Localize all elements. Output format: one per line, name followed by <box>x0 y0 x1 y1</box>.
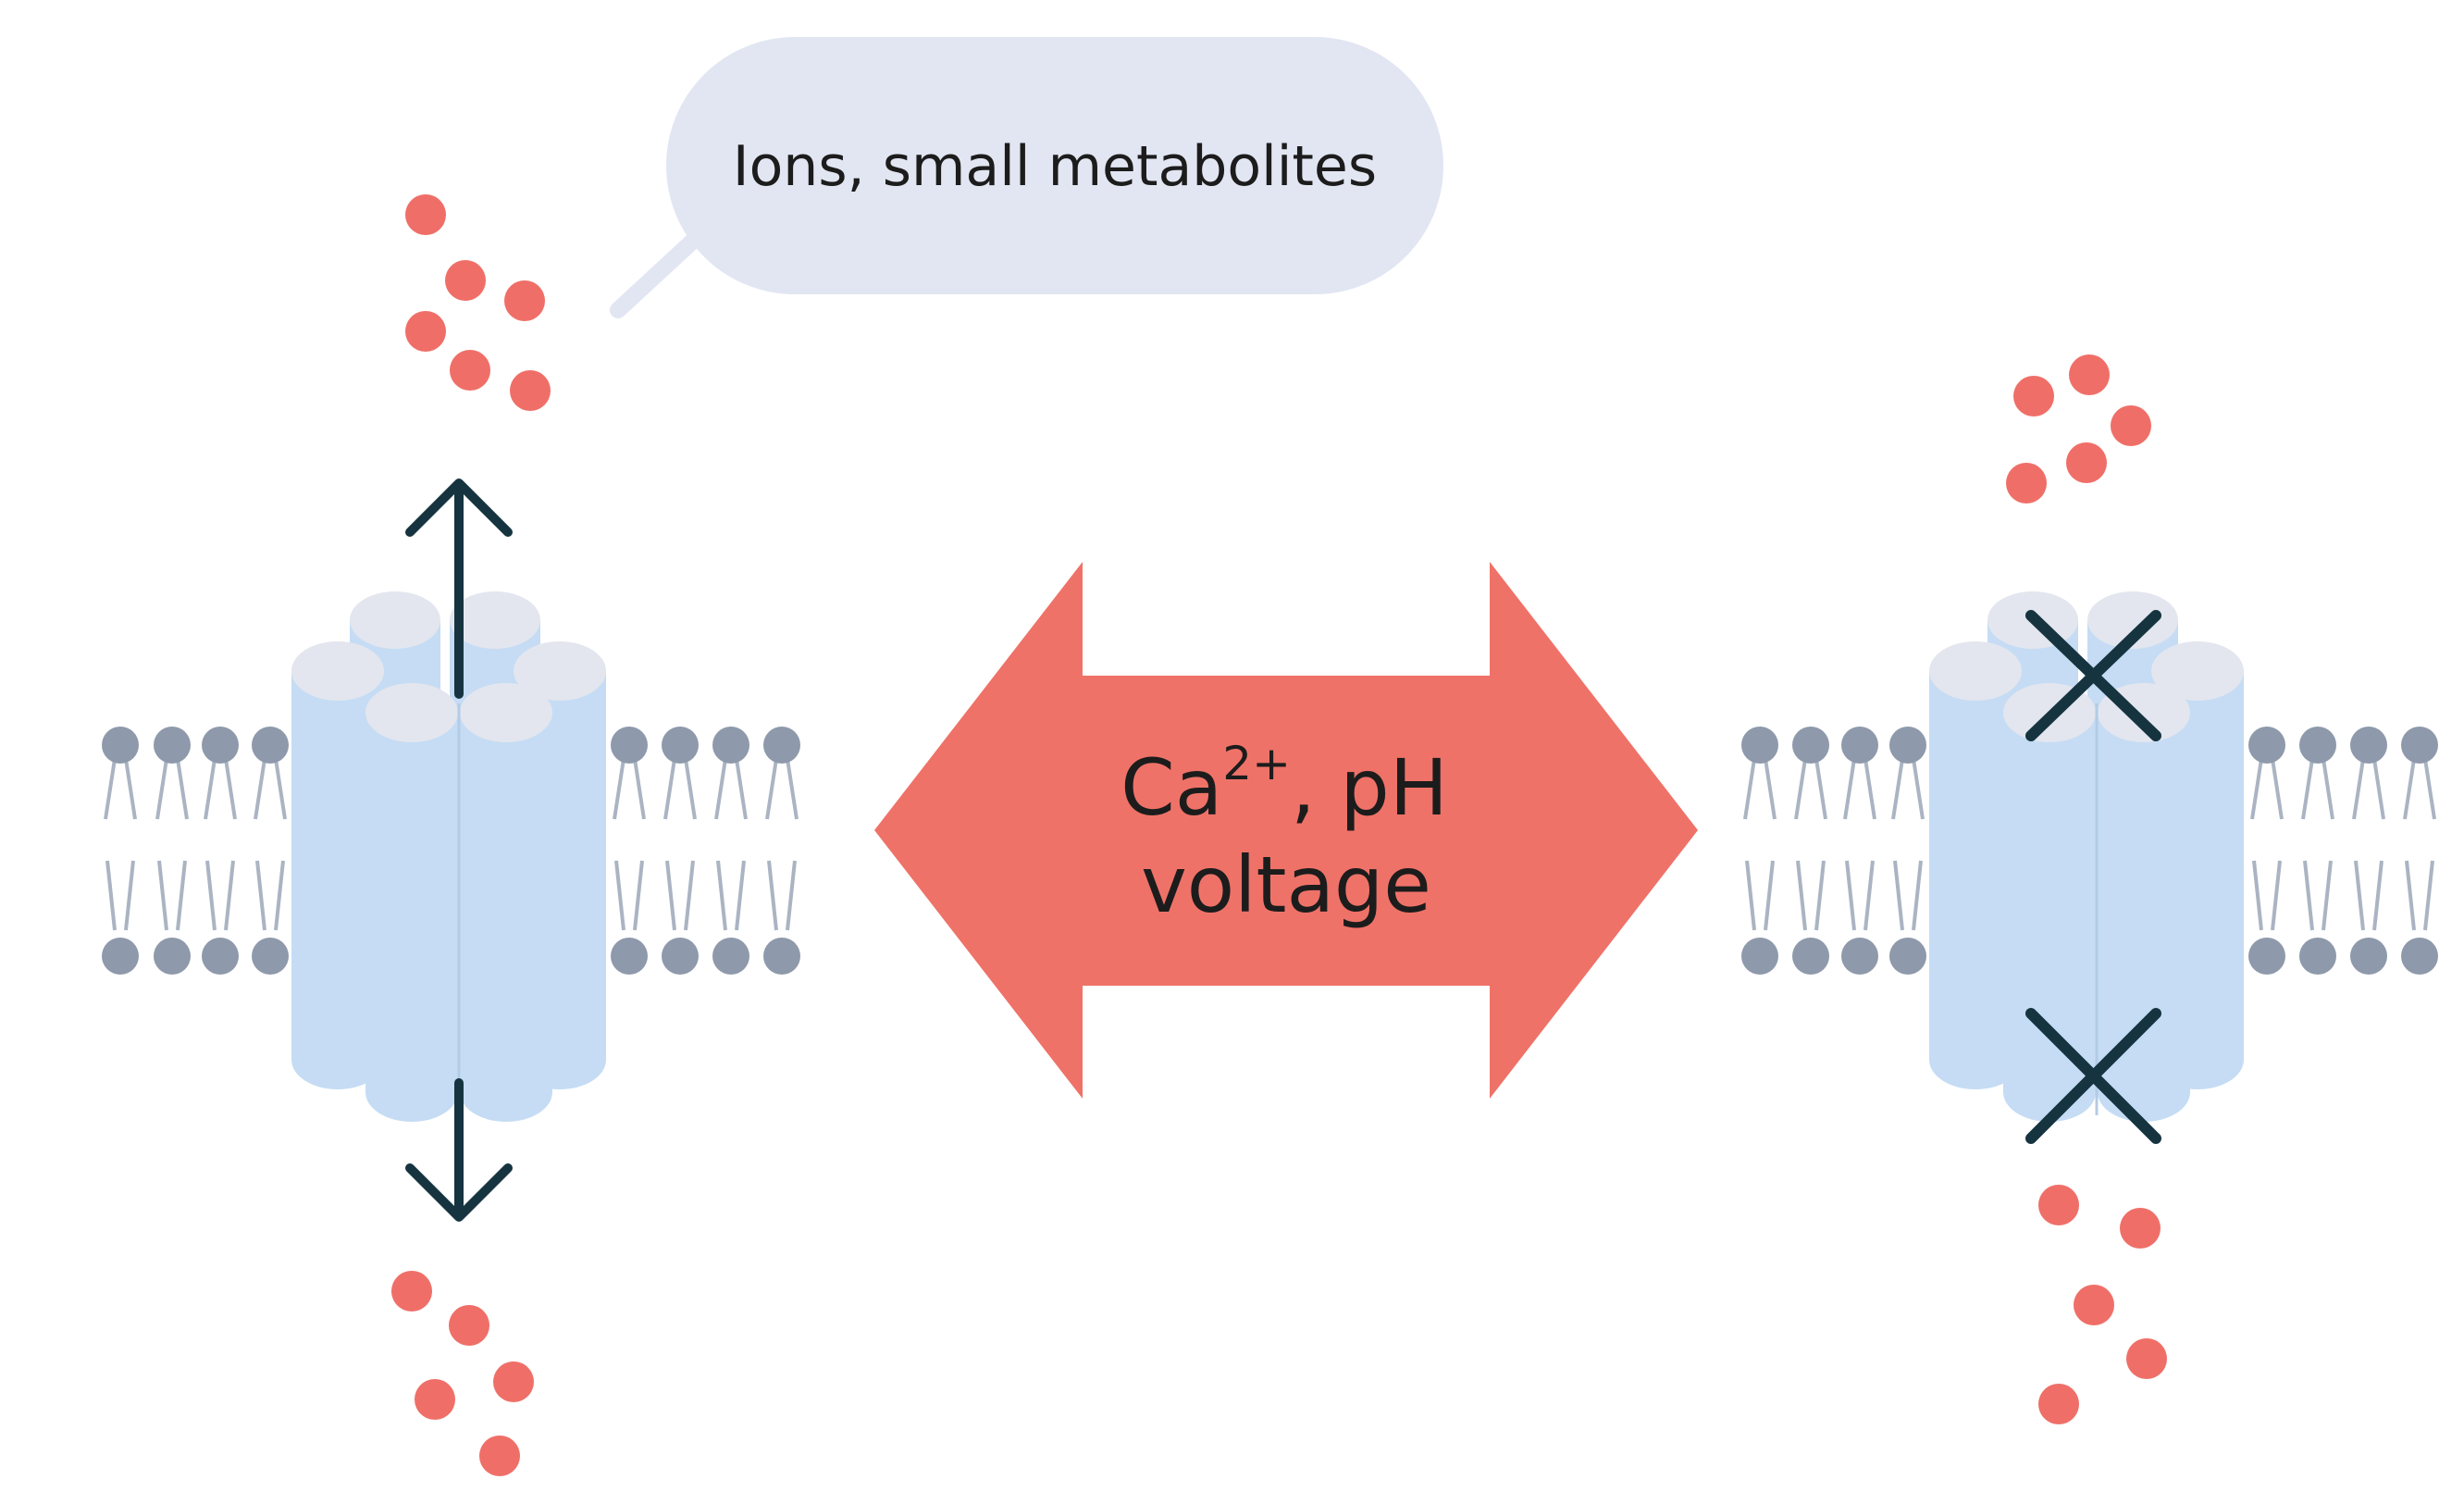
particle <box>479 1436 520 1476</box>
stimuli-line-1: Ca2+, pH <box>1121 737 1448 833</box>
x-mark-icon <box>2025 610 2161 741</box>
particle <box>391 1271 432 1311</box>
lipid-molecule <box>2248 727 2285 975</box>
particle <box>493 1361 534 1402</box>
stimuli-ion: Ca <box>1121 742 1222 833</box>
stimuli-charge: 2+ <box>1222 737 1291 790</box>
lipid-bilayer-left <box>102 727 800 975</box>
lipid-molecule <box>1741 727 1778 975</box>
particle <box>2038 1384 2079 1424</box>
particle <box>2013 376 2054 416</box>
particle <box>2074 1285 2114 1325</box>
particle <box>450 350 490 391</box>
particle <box>504 280 545 321</box>
callout-text: Ions, small metabolites <box>733 134 1377 199</box>
lipid-molecule <box>662 727 699 975</box>
lipid-molecule <box>1841 727 1878 975</box>
particle <box>445 260 486 301</box>
lipid-molecule <box>2299 727 2336 975</box>
particles-bottom-left <box>391 1271 534 1476</box>
particle <box>415 1379 455 1420</box>
particle <box>2006 463 2047 503</box>
lipid-molecule <box>2350 727 2387 975</box>
particle <box>449 1305 489 1346</box>
channel-open-front-subunits <box>365 683 552 1122</box>
particle <box>405 311 446 352</box>
channel-closed-front-subunits <box>2003 683 2190 1122</box>
channel-open <box>291 479 606 1222</box>
lipid-molecule <box>763 727 800 975</box>
lipid-molecule <box>202 727 239 975</box>
lipid-molecule <box>611 727 648 975</box>
lipid-molecule <box>1792 727 1829 975</box>
callout-bubble: Ions, small metabolites <box>610 37 1443 318</box>
gating-stimuli-arrow: Ca2+, pH voltage <box>874 562 1698 1099</box>
particle <box>2111 405 2151 446</box>
particle <box>2038 1185 2079 1225</box>
particle <box>510 370 551 411</box>
particle <box>2120 1208 2161 1249</box>
particle <box>2126 1338 2167 1379</box>
lipid-bilayer-right <box>1741 727 2438 975</box>
lipid-molecule <box>1889 727 1926 975</box>
lipid-molecule <box>154 727 191 975</box>
lipid-molecule <box>102 727 139 975</box>
particle <box>2069 354 2110 395</box>
lipid-molecule <box>712 727 749 975</box>
particle <box>2066 442 2107 483</box>
particle <box>405 194 446 235</box>
stimuli-rest: , pH <box>1291 742 1448 833</box>
x-mark-icon <box>2025 1008 2161 1144</box>
particles-bottom-right <box>2038 1185 2167 1424</box>
lipid-molecule <box>252 727 289 975</box>
lipid-molecule <box>2401 727 2438 975</box>
double-headed-arrow-icon <box>405 479 513 1222</box>
channel-open-mid-subunits <box>291 641 606 1089</box>
channel-closed <box>1929 591 2244 1144</box>
particles-top-right <box>2006 354 2151 503</box>
particles-top-left <box>405 194 551 411</box>
stimuli-line-2: voltage <box>1141 839 1431 930</box>
